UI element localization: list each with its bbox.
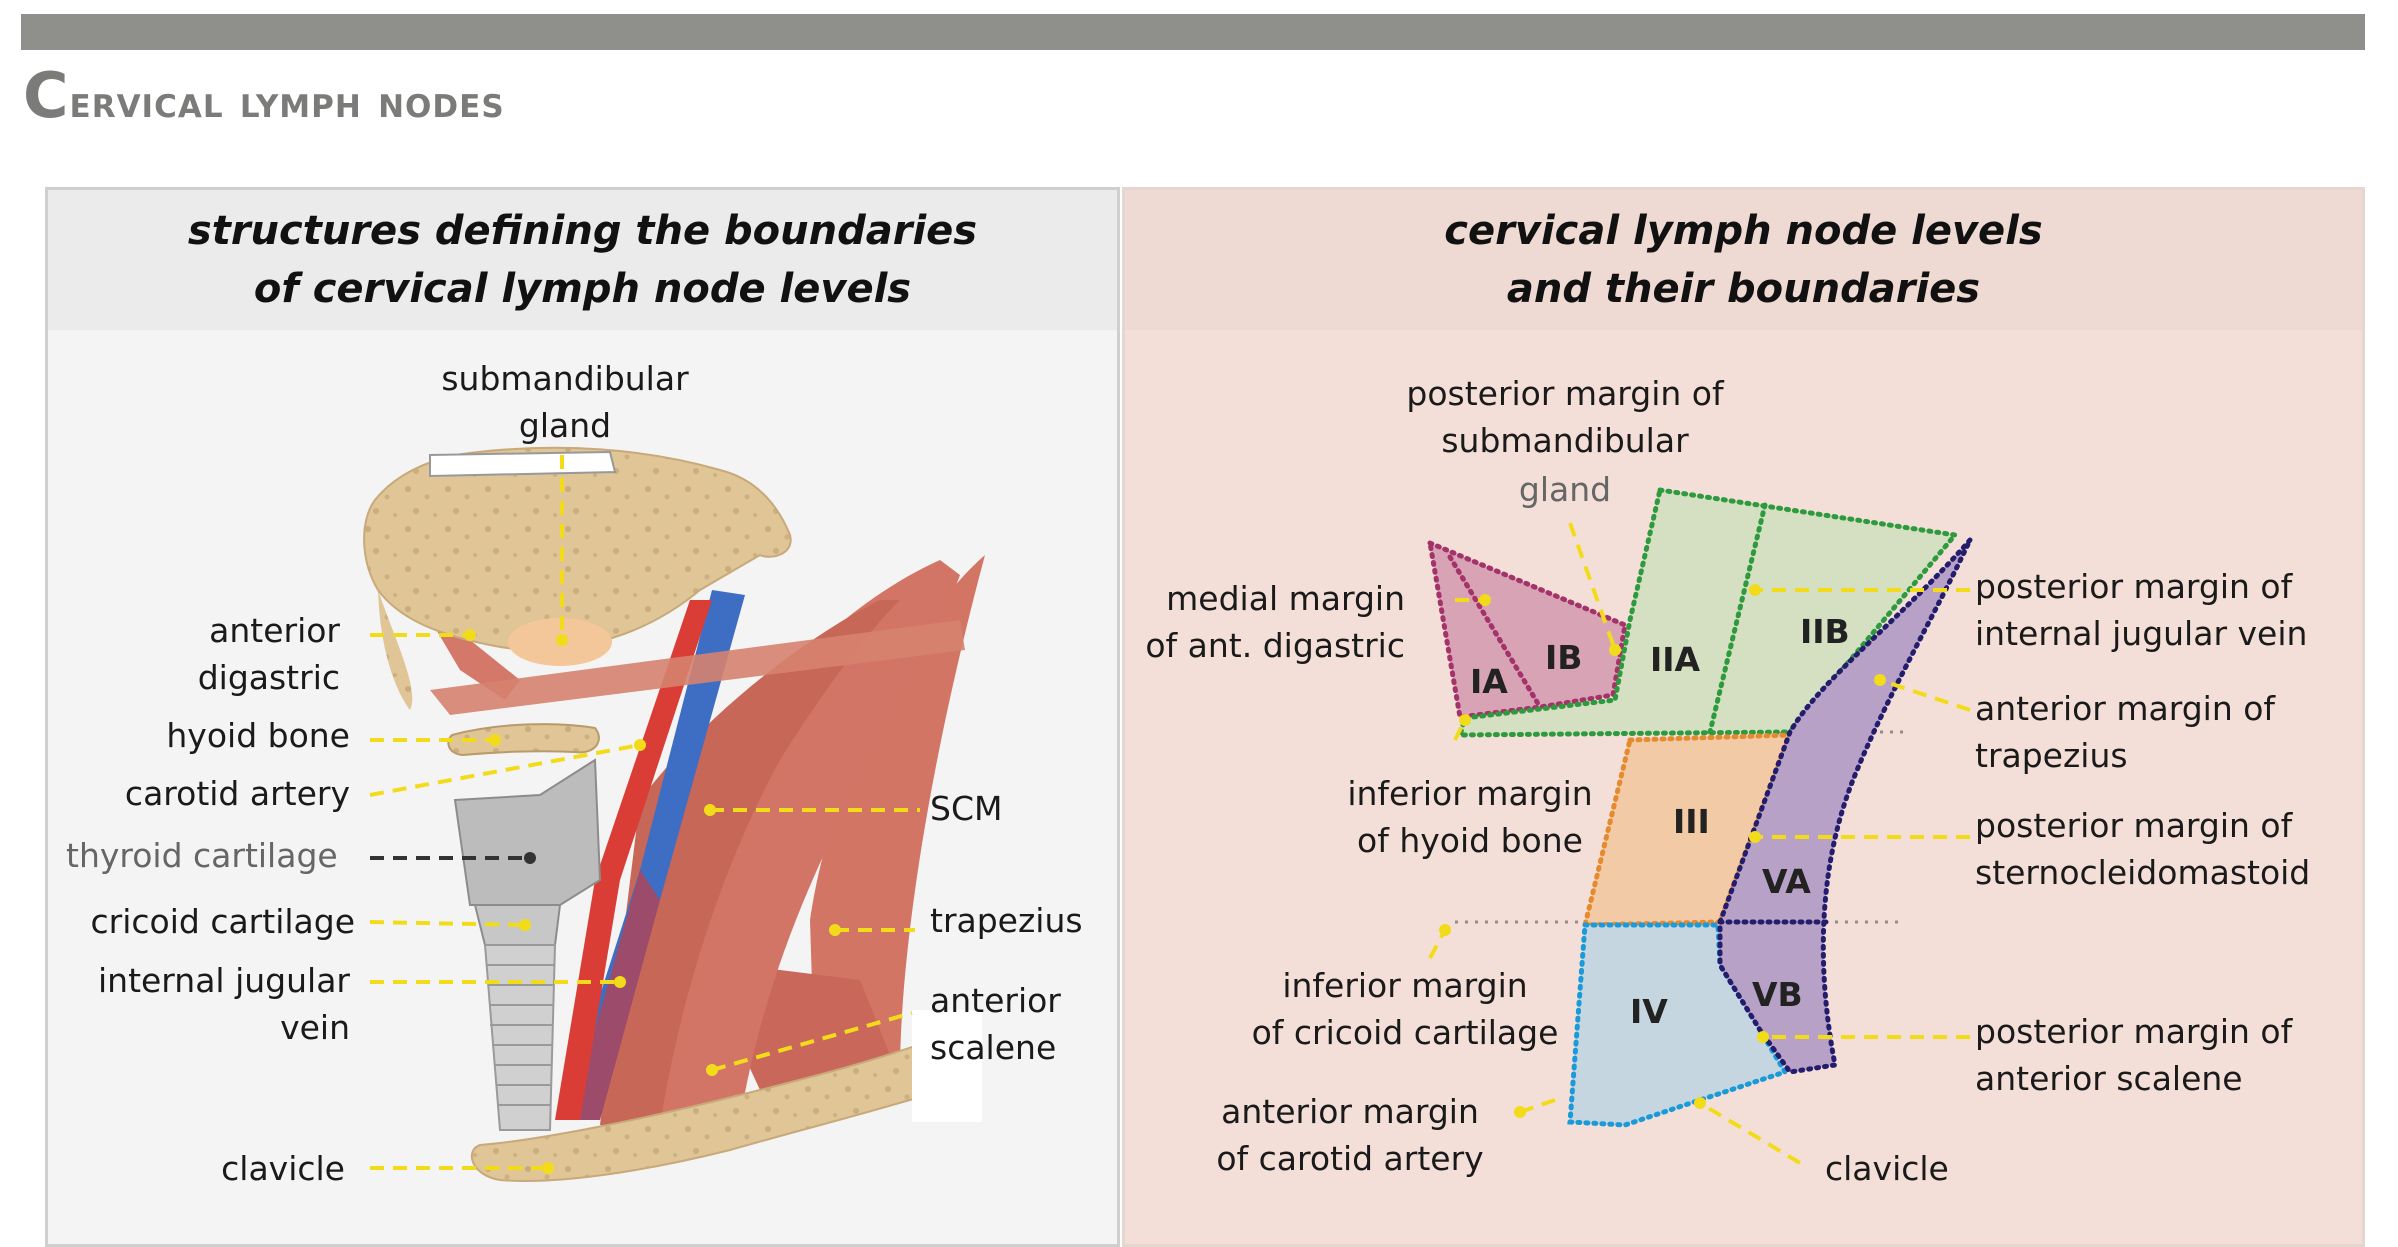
right-leader-dots [1439, 584, 1886, 1118]
structures-panel-heading: structures defining the boundaries of ce… [187, 208, 978, 312]
level-ia-label: IA [1470, 662, 1508, 701]
label-trapezius: trapezius [930, 901, 1083, 940]
label-posterior-margin-submandibular: posterior margin of submandibular [1406, 374, 1724, 460]
label-submandibular-gland: submandibular gland [441, 359, 689, 445]
level-iia-label: IIA [1650, 640, 1701, 679]
mandible-bone [363, 446, 792, 651]
label-posterior-margin-scalene: posterior margin of anterior scalene [1975, 1012, 2293, 1098]
label-anterior-scalene: anterior scalene [930, 981, 1061, 1067]
mandible-teeth [429, 450, 617, 478]
level-diagram [1426, 487, 1973, 1128]
level-v-region [1717, 538, 1973, 1075]
level-vb-label: VB [1752, 975, 1803, 1014]
levels-panel-header: cervical lymph node levels and their bou… [1125, 190, 2362, 330]
level-iia-iib-divider [1707, 502, 1768, 735]
level-ia-ib-divider [1447, 554, 1543, 710]
page-title-initial: C [23, 59, 70, 132]
neck-anatomy [363, 446, 985, 1182]
trachea-shape [483, 944, 557, 1131]
trachea-rings [487, 964, 554, 1106]
level-iib-label: IIB [1800, 612, 1850, 651]
label-posterior-margin-ijv: posterior margin of internal jugular vei… [1975, 567, 2308, 653]
thyroid-cartilage-shape [453, 758, 602, 906]
label-clavicle: clavicle [221, 1149, 345, 1188]
label-inferior-margin-cricoid: inferior margin of cricoid cartilage [1251, 966, 1559, 1052]
level-ii-region [1456, 487, 1960, 738]
label-medial-margin-digastric: medial margin of ant. digastric [1145, 579, 1405, 665]
page-title: Cervical lymph nodes [23, 56, 505, 136]
thyroid-leader-dot [524, 852, 536, 864]
label-backdrop [912, 1010, 982, 1122]
label-thyroid-cartilage: thyroid cartilage [66, 836, 338, 875]
left-leader-dots [464, 629, 841, 1174]
label-anterior-digastric: anterior digastric [197, 611, 340, 697]
trapezius-muscle [810, 555, 985, 1080]
label-carotid-artery: carotid artery [124, 774, 350, 813]
label-cricoid-cartilage: cricoid cartilage [90, 902, 356, 941]
label-scm: SCM [930, 789, 1003, 828]
left-leader-lines [369, 455, 920, 1170]
clavicle-bone [470, 1028, 961, 1182]
jugular-vein [560, 590, 745, 1120]
label-inferior-margin-hyoid: inferior margin of hyoid bone [1347, 774, 1593, 860]
levels-panel-heading: cervical lymph node levels and their bou… [1444, 208, 2043, 312]
stylohyoid-strap [430, 620, 965, 715]
level-iii-label: III [1673, 802, 1710, 841]
label-clavicle-right: clavicle [1825, 1149, 1949, 1188]
label-posterior-margin-scm: posterior margin of sternocleidomastoid [1975, 806, 2311, 892]
carotid-artery-vessel [555, 600, 712, 1120]
right-leader-lines [1428, 522, 1971, 1165]
hyoid-bone-shape [447, 723, 600, 757]
level-va-label: VA [1762, 862, 1811, 901]
scm-muscle-front [600, 600, 900, 1125]
label-anterior-margin-trapezius: anterior margin of trapezius [1975, 689, 2276, 775]
mandible-ramus [378, 590, 413, 710]
label-gland: gland [1518, 470, 1612, 509]
page-title-rest: ervical lymph nodes [69, 77, 505, 128]
scm-muscle [632, 560, 960, 1120]
level-iv-label: IV [1630, 992, 1668, 1031]
label-anterior-margin-carotid: anterior margin of carotid artery [1216, 1092, 1484, 1178]
level-ib-label: IB [1545, 638, 1583, 677]
level-i-region [1426, 538, 1628, 720]
structures-panel-header: structures defining the boundaries of ce… [48, 190, 1117, 330]
jugular-vein-lower [570, 870, 660, 1120]
label-internal-jugular-vein: internal jugular vein [97, 961, 350, 1047]
top-bar [21, 14, 2365, 50]
label-hyoid-bone: hyoid bone [166, 716, 350, 755]
